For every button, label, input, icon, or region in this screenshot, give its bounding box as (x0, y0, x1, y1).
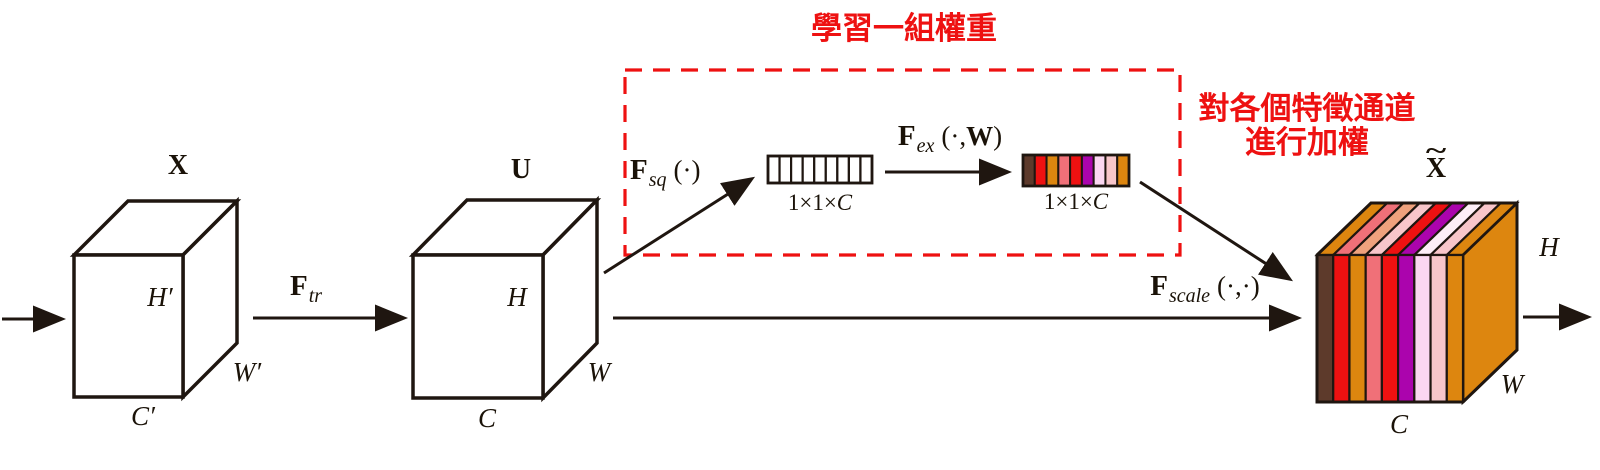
squeeze-bar-frame (766, 154, 874, 185)
squeeze-shape-label: 1×1×C (788, 191, 852, 214)
squeeze-bar-cell (813, 154, 827, 185)
squeeze-bar-cell (836, 154, 850, 185)
reweight-line2: 進行加權 (1245, 125, 1369, 161)
channels-label: C (477, 403, 497, 433)
cube-u-front-face (411, 253, 545, 400)
excitation-bar-cell (1057, 154, 1072, 187)
width-prime-label: W′ (232, 357, 262, 387)
ftr-base: F (289, 270, 308, 302)
fscale-args: (·,·) (1217, 271, 1260, 301)
squeeze-bar-cell (859, 154, 874, 185)
height-label: H (507, 282, 527, 312)
excite-shape-label: 1×1×C (1044, 190, 1108, 213)
excitation-bar-cell (1116, 154, 1130, 187)
fscale-base: F (1150, 270, 1168, 302)
fex-args-pre: (·, (941, 121, 967, 151)
input-tensor-label: X (167, 150, 189, 181)
output-cube-outline (1315, 201, 1519, 404)
ftr-sub: tr (308, 285, 323, 307)
excitation-bar (1021, 153, 1131, 188)
fex-args-w: W (966, 121, 994, 151)
fex-base: F (897, 120, 916, 152)
excitation-bar-cell (1104, 154, 1119, 187)
excitation-bar-cell (1045, 154, 1060, 187)
cube-x-front-face (72, 253, 185, 399)
output-cube-front-slice (1380, 253, 1400, 404)
output-cube-front-slice (1429, 253, 1448, 404)
input-cube-x (69, 196, 242, 402)
tilde-mark: ~ (1425, 136, 1447, 165)
excite-shape-pre: 1×1× (1043, 189, 1093, 214)
output-cube-front-slice (1332, 253, 1351, 404)
fsq-args: (·) (673, 155, 701, 185)
fscale-sub: scale (1168, 285, 1211, 307)
channels-prime-label: C′ (131, 401, 155, 431)
u-tensor-label: U (510, 154, 532, 185)
fex-args-post: ) (993, 121, 1003, 151)
output-cube-front-slice (1413, 253, 1432, 404)
squeeze-bar-cell (778, 154, 793, 185)
squeeze-shape-c: C (836, 190, 853, 215)
fscale-label: Fscale (·,·) (1150, 270, 1260, 307)
excitation-bar-cell (1069, 154, 1083, 187)
fsq-arrow (603, 176, 756, 275)
fex-label: Fex (·,W) (897, 120, 1003, 157)
output-cube-front-slice (1315, 253, 1335, 404)
reweight-line1: 對各個特徵通道 (1198, 91, 1416, 127)
excitation-bar-cell (1022, 154, 1036, 187)
squeeze-bar (766, 154, 874, 185)
squeeze-bar-cell (801, 154, 816, 185)
excitation-bar-cell (1033, 154, 1048, 187)
fsq-sub: sq (648, 169, 667, 191)
excitation-bar-frame (1021, 153, 1131, 188)
squeeze-bar-cell (824, 154, 839, 185)
output-tensor-label: ~ X (1425, 138, 1447, 184)
ftr-label: Ftr (289, 270, 322, 307)
excitation-bar-cell (1092, 154, 1107, 187)
reweight-annotation: 對各個特徵通道 進行加權 (1199, 92, 1416, 160)
output-width-label: W (1500, 369, 1524, 399)
squeeze-bar-cell (790, 154, 804, 185)
output-cube-front-slice (1348, 253, 1367, 404)
squeeze-bar-cell (766, 154, 781, 185)
output-cube-front-slice (1397, 253, 1416, 404)
learn-weights-dashed-box (623, 68, 1182, 257)
weights-to-cube-arrow (1139, 180, 1294, 282)
width-label: W (587, 357, 611, 387)
squeeze-bar-cell (847, 154, 862, 185)
output-channels-label: C (1389, 409, 1409, 439)
squeeze-shape-pre: 1×1× (787, 190, 837, 215)
fsq-base: F (630, 154, 648, 186)
fex-sub: ex (916, 135, 935, 157)
fsq-label: Fsq (·) (630, 154, 701, 191)
output-height-label: H (1539, 232, 1559, 262)
learn-weights-annotation: 學習一組權重 (811, 11, 997, 47)
output-cube-xtilde (1314, 199, 1520, 406)
xtilde-letter: X (1425, 153, 1447, 184)
output-cube-front-slice (1364, 253, 1383, 404)
excite-shape-c: C (1092, 189, 1109, 214)
output-cube-front-slice (1445, 253, 1465, 404)
u-cube (408, 195, 602, 403)
excitation-bar-cell (1080, 154, 1095, 187)
height-prime-label: H′ (147, 282, 173, 312)
